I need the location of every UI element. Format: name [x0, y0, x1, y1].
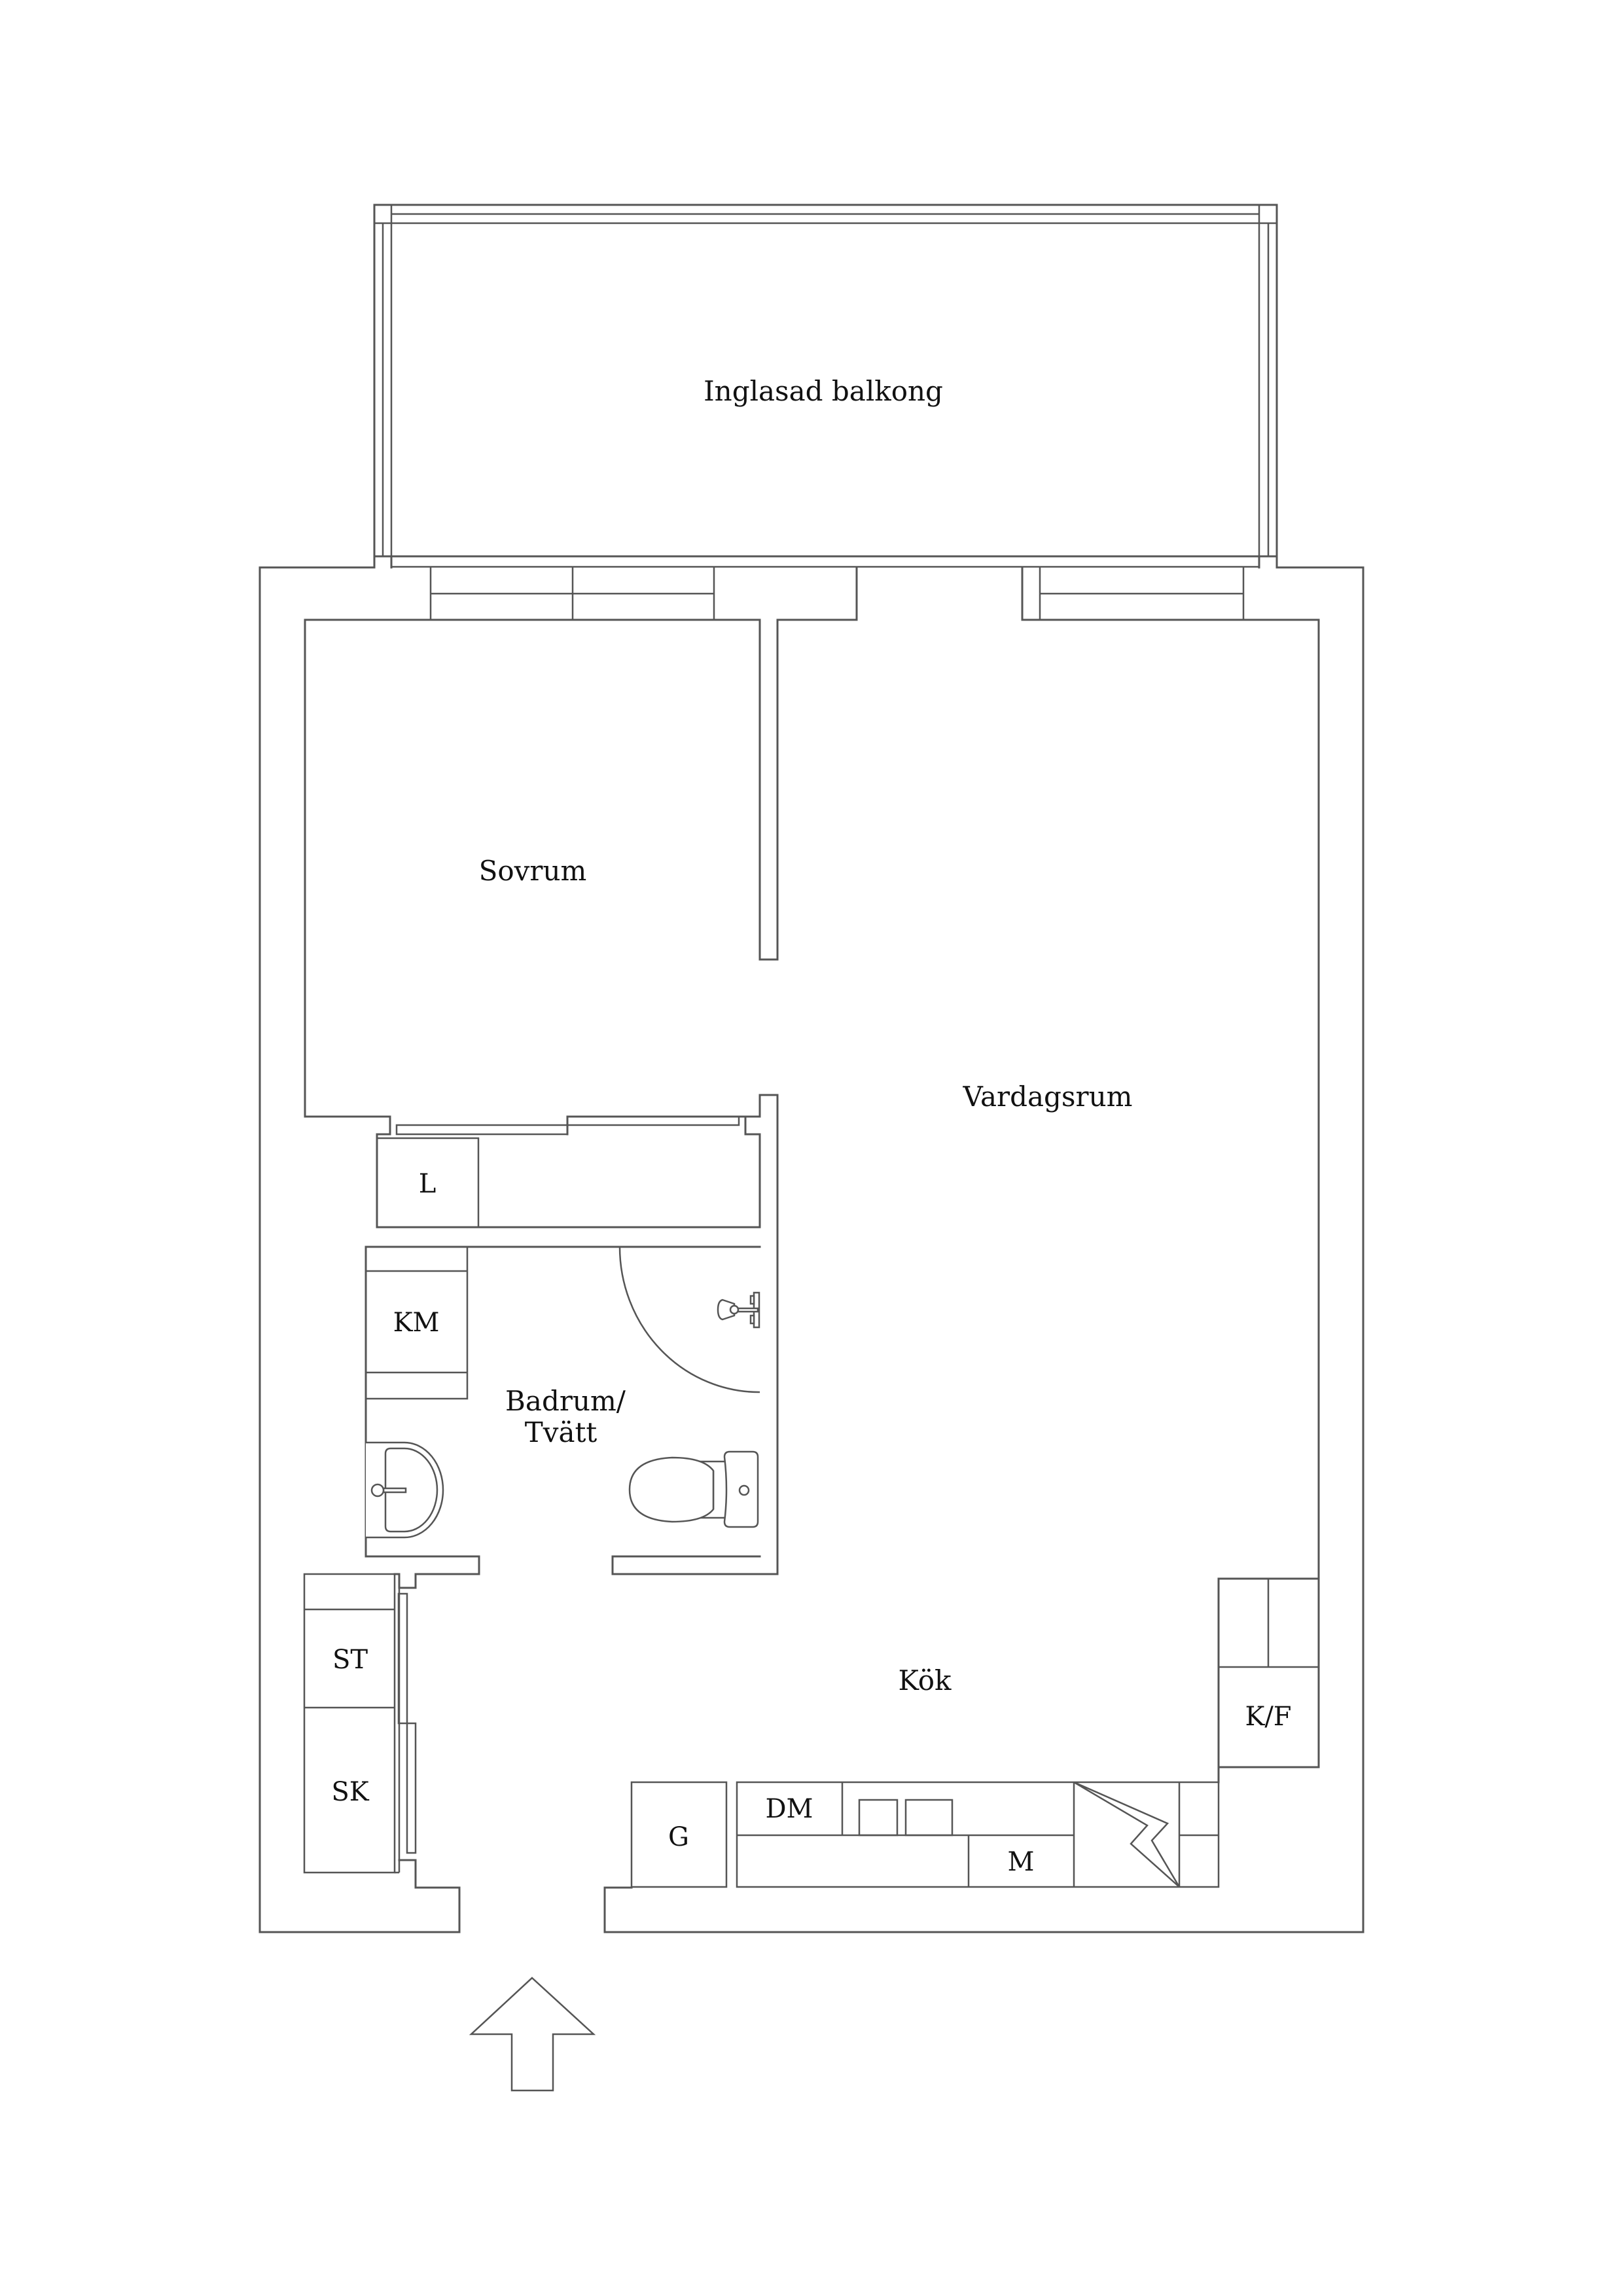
fixture-label-dishwasher: DM: [765, 1794, 813, 1824]
kitchen: [630, 1577, 1320, 1888]
sliding-door-panel: [566, 1115, 740, 1126]
closet-sliding-door: [406, 1722, 417, 1854]
entrance-closet: [303, 1573, 633, 1933]
room-label-bedroom: Sovrum: [479, 855, 587, 887]
kitchen-sink-basin: [904, 1799, 954, 1837]
fixture-label-storage: ST: [332, 1645, 368, 1675]
linen-closet: [376, 1137, 480, 1229]
room-label-laundry: Tvätt: [525, 1416, 597, 1448]
fixture-label-fridge-freezer: K/F: [1245, 1702, 1291, 1732]
kitchen-sink-basin: [858, 1799, 899, 1837]
toilet-icon: [628, 1450, 759, 1528]
sliding-door-panel: [395, 1124, 569, 1136]
closet-cabinet: [303, 1573, 396, 1874]
stove-lightning-icon: [1073, 1781, 1181, 1888]
washbasin-icon: [366, 1441, 444, 1539]
balcony: [373, 204, 1278, 568]
bedroom-closet-wall: [304, 1094, 779, 1575]
window-bedroom: [429, 567, 715, 620]
fixture-label-waste: G: [668, 1822, 689, 1852]
exterior-walls: [259, 555, 1364, 1933]
room-label-living-room: Vardagsrum: [963, 1081, 1133, 1113]
washing-machine-cabinet: [365, 1246, 469, 1400]
entrance-arrow-icon: [469, 1977, 596, 2092]
room-label-bathroom: Badrum/: [505, 1385, 626, 1417]
fixture-label-microwave: M: [1008, 1847, 1035, 1877]
fixture-label-linen: L: [419, 1169, 437, 1199]
waste-cabinet: [630, 1781, 728, 1888]
window-living-room: [1039, 567, 1245, 620]
room-label-kitchen: Kök: [899, 1664, 952, 1696]
fixture-label-wardrobe: SK: [331, 1777, 369, 1807]
shower-icon: [717, 1291, 760, 1329]
fixture-label-washing-machine: KM: [393, 1308, 440, 1338]
bathroom: [365, 1246, 761, 1589]
closet-sliding-door: [397, 1592, 408, 1725]
room-label-balcony: Inglasad balkong: [704, 375, 943, 407]
